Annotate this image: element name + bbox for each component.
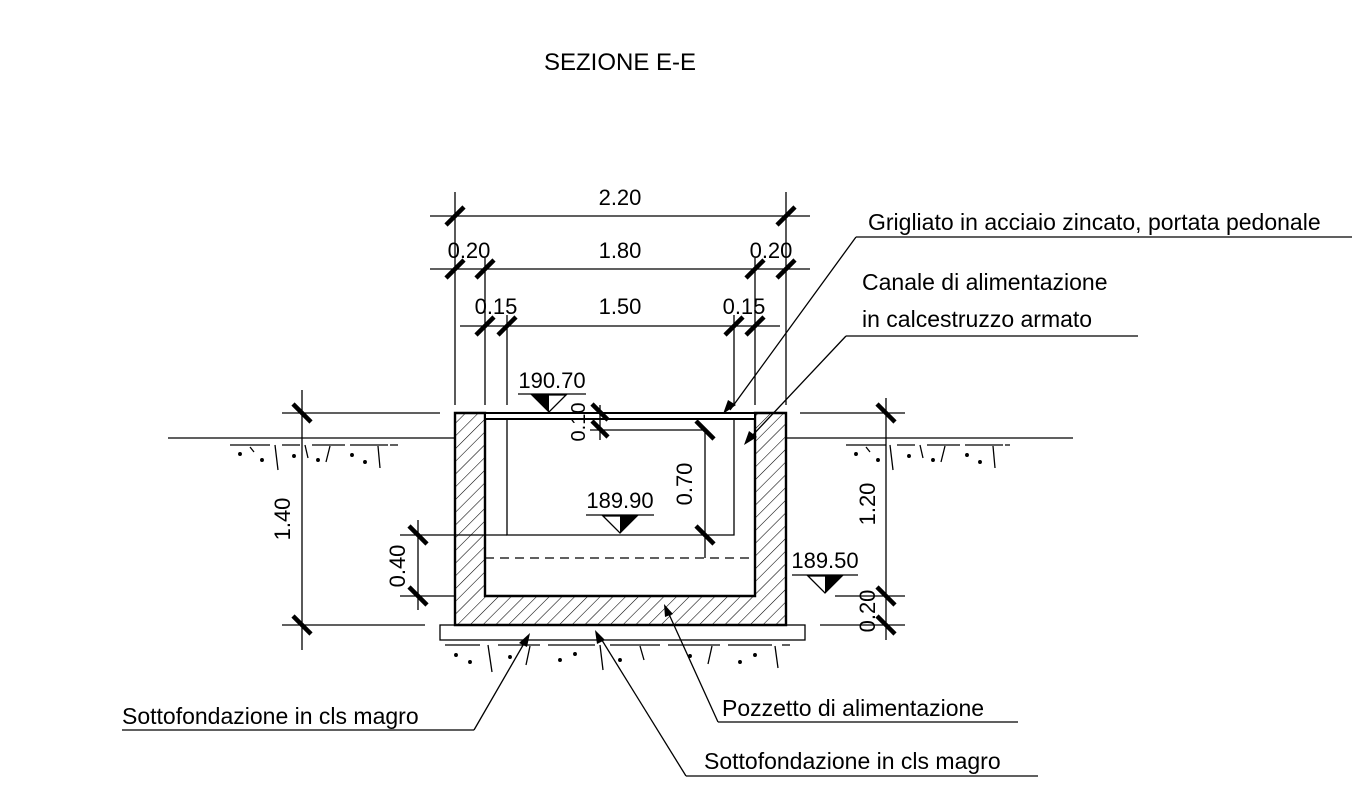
dim-wall-right: 0.20 — [750, 238, 793, 263]
drawing-title: SEZIONE E-E — [544, 49, 696, 76]
leader-subfoundation-right — [595, 630, 1038, 777]
elevation-marker-channel-bottom — [586, 514, 654, 534]
label-subfoundation-left: Sottofondazione in cls magro — [122, 703, 419, 729]
label-channel-line1: Canale di alimentazione — [862, 269, 1108, 295]
lean-concrete-slab — [439, 624, 806, 641]
elevation-well-bottom: 189.50 — [791, 548, 858, 573]
label-grate: Grigliato in acciaio zincato, portata pe… — [868, 209, 1321, 235]
dim-sump-depth: 0.40 — [385, 545, 410, 588]
leader-well — [664, 604, 1018, 723]
dimension-right-heights — [800, 398, 905, 640]
elevation-marker-well-bottom — [792, 574, 858, 594]
soil-texture-left — [230, 444, 398, 471]
leader-grate — [723, 236, 1352, 414]
elevation-top: 190.70 — [518, 368, 585, 393]
dimension-grate-thickness — [590, 402, 610, 440]
dim-channel-width: 1.50 — [599, 294, 642, 319]
soil-texture-right — [846, 444, 1010, 471]
dim-inner-width: 1.80 — [599, 238, 642, 263]
dim-grate-thickness: 0.10 — [568, 403, 590, 442]
dimension-total-height — [282, 390, 440, 650]
label-well: Pozzetto di alimentazione — [722, 695, 984, 721]
label-channel-line2: in calcestruzzo armato — [862, 306, 1092, 332]
dim-channel-wall-left: 0.15 — [475, 294, 518, 319]
dim-overall-width: 2.20 — [599, 185, 642, 210]
dimension-channel-depth — [694, 419, 716, 546]
channel-outline — [506, 419, 735, 536]
soil-texture-bottom — [445, 644, 790, 673]
leader-channel — [744, 335, 1138, 445]
steel-grate — [484, 412, 756, 420]
dim-total-height: 1.40 — [270, 498, 295, 541]
elevation-marker-top — [518, 393, 586, 413]
leader-subfoundation-left — [122, 633, 530, 731]
dim-wall-left: 0.20 — [448, 238, 491, 263]
dim-channel-wall-right: 0.15 — [723, 294, 766, 319]
label-subfoundation-right: Sottofondazione in cls magro — [704, 748, 1001, 774]
dimension-lines-top — [430, 192, 810, 405]
dim-well-height: 1.20 — [855, 483, 880, 526]
dim-channel-depth: 0.70 — [672, 463, 697, 506]
elevation-channel-bottom: 189.90 — [586, 488, 653, 513]
dim-base-thickness: 0.20 — [855, 590, 880, 633]
dimension-sump-depth — [400, 520, 507, 610]
